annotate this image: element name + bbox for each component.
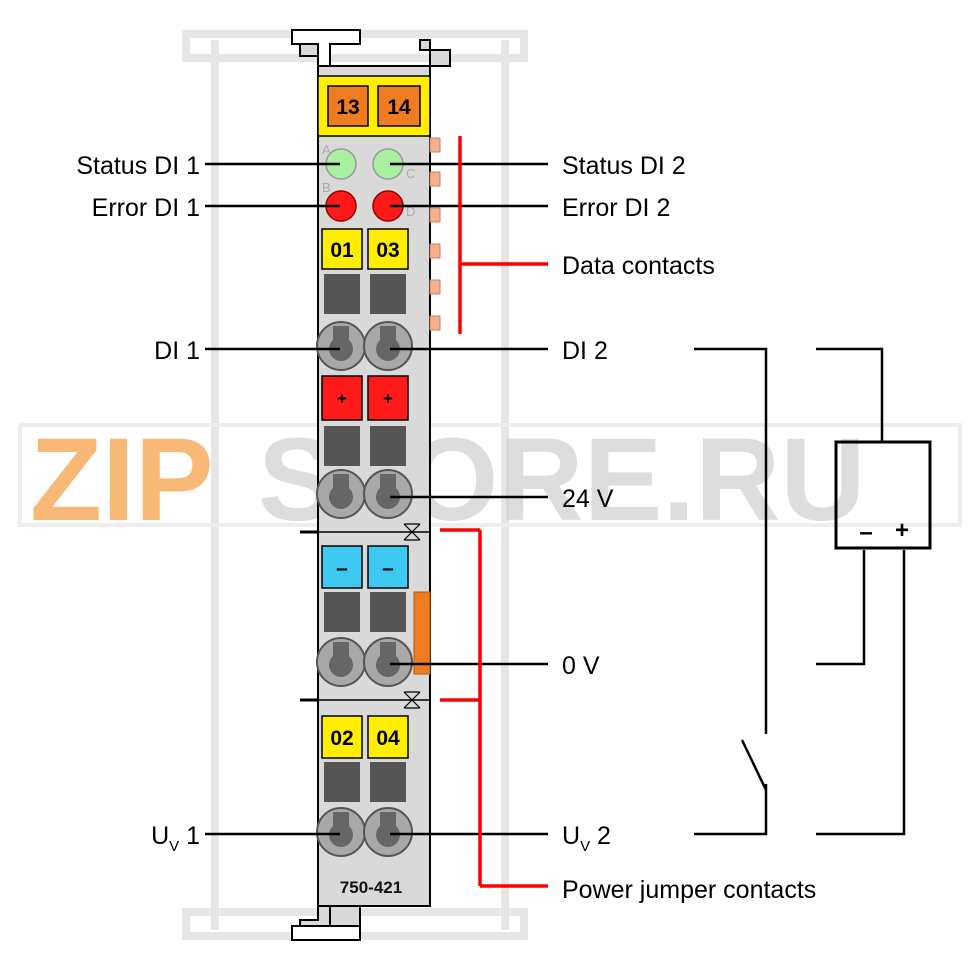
- terminal-di: [316, 274, 413, 371]
- clamp-hole-di1: [329, 326, 353, 361]
- marker-14-label: 14: [387, 96, 411, 119]
- led-letter-b: B: [322, 180, 331, 195]
- separator-lower: [300, 691, 430, 709]
- push-slot-di1: [324, 274, 360, 314]
- label-status-di2: Status DI 2: [562, 152, 686, 180]
- clamp-hole-24v-1: [329, 474, 353, 509]
- push-slot-di2: [370, 274, 406, 314]
- terminal-24v: [316, 426, 413, 519]
- led-letter-c: C: [406, 166, 415, 181]
- power-jumper-strip: [413, 591, 431, 675]
- clamp-hole-uv2: [376, 812, 401, 847]
- terminal-0v: [316, 592, 413, 687]
- label-uv2: UV 2: [562, 822, 611, 855]
- labels-right: Status DI 2 Error DI 2 Data contacts DI …: [562, 152, 816, 904]
- label-uv2-main: U: [562, 822, 580, 850]
- clamp-hole-24v-2: [376, 474, 401, 509]
- label-di1: DI 1: [154, 337, 200, 365]
- push-slot-uv2: [370, 762, 406, 802]
- red-callouts: [440, 136, 548, 888]
- leader-lines: [205, 162, 548, 836]
- label-0v: 0 V: [562, 652, 600, 680]
- channel-markers-bottom: 02 04: [321, 715, 409, 759]
- clamp-hole-uv1: [329, 812, 353, 847]
- watermark-left: ZIP: [30, 414, 214, 546]
- watermark: ZIP STORE.RU: [18, 414, 962, 546]
- label-uv2-sub: V: [580, 838, 590, 855]
- led-letter-a: A: [322, 142, 331, 157]
- marker-plus-2-label: +: [383, 389, 393, 408]
- labels-left: Status DI 1 Error DI 1 DI 1 UV 1: [76, 152, 200, 855]
- clamp-hole-0v-2: [376, 642, 401, 677]
- label-uv1: UV 1: [151, 822, 200, 855]
- marker-01-label: 01: [330, 239, 354, 262]
- terminal-uv: [316, 762, 413, 857]
- marker-02-label: 02: [330, 727, 353, 750]
- top-marker-strip: 13 14: [317, 75, 431, 137]
- label-uv1-sub: V: [169, 838, 179, 855]
- minus-markers: – –: [321, 545, 409, 589]
- marker-13-label: 13: [336, 96, 359, 119]
- label-uv2-num: 2: [590, 822, 611, 850]
- bottom-clip: [291, 925, 361, 941]
- clamp-hole-0v-1: [329, 642, 353, 677]
- marker-minus-2: [367, 545, 409, 589]
- label-status-di1: Status DI 1: [76, 152, 200, 180]
- push-slot-24v-2: [370, 426, 406, 466]
- label-di2: DI 2: [562, 337, 608, 365]
- marker-13: [327, 85, 369, 127]
- marker-minus-2-label: –: [382, 557, 394, 580]
- push-slot-0v-2: [370, 592, 406, 632]
- marker-plus-1: [321, 375, 363, 421]
- separator-upper: [300, 523, 430, 541]
- label-uv1-main: U: [151, 822, 169, 850]
- push-slot-24v-1: [324, 426, 360, 466]
- switch-blade: [740, 739, 768, 791]
- label-uv1-num: 1: [179, 822, 200, 850]
- marker-01: [321, 228, 363, 270]
- marker-04-label: 04: [376, 727, 400, 750]
- label-power-jumper: Power jumper contacts: [562, 876, 816, 904]
- marker-minus-1-label: –: [336, 557, 348, 580]
- label-error-di1: Error DI 1: [92, 194, 200, 222]
- sensor-plus: +: [895, 517, 909, 544]
- label-data-contacts: Data contacts: [562, 252, 715, 280]
- marker-02: [321, 715, 363, 759]
- push-slot-uv1: [324, 762, 360, 802]
- sensor-box: [834, 440, 932, 550]
- marker-03: [367, 228, 409, 270]
- marker-plus-2: [367, 375, 409, 421]
- channel-markers-top: 01 03: [321, 228, 409, 270]
- marker-plus-1-label: +: [337, 389, 347, 408]
- led-letter-d: D: [406, 204, 415, 219]
- clamp-hole-di2: [376, 326, 401, 361]
- marker-14: [377, 85, 421, 127]
- label-24v: 24 V: [562, 485, 614, 513]
- top-clip: [291, 29, 361, 67]
- data-contact-tabs: [429, 137, 441, 331]
- external-wiring: [694, 347, 932, 836]
- part-number: 750-421: [340, 878, 402, 897]
- marker-03-label: 03: [376, 239, 399, 262]
- sensor-minus: –: [859, 519, 872, 546]
- push-slot-0v-1: [324, 592, 360, 632]
- marker-04: [367, 715, 409, 759]
- label-error-di2: Error DI 2: [562, 194, 670, 222]
- marker-minus-1: [321, 545, 363, 589]
- plus-markers: + +: [321, 375, 409, 421]
